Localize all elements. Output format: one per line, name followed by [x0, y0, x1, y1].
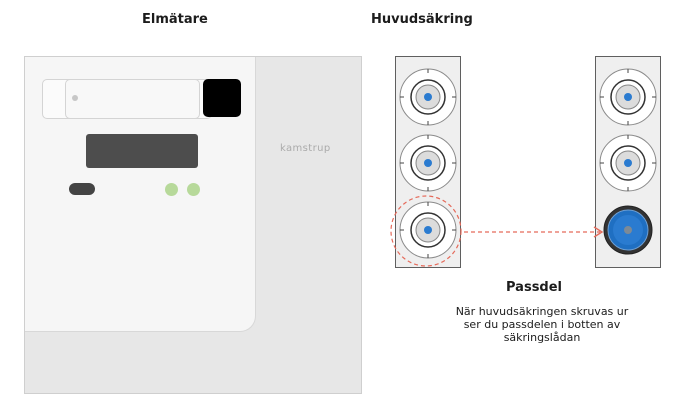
passdel-description: När huvudsäkringen skruvas ur ser du pas…	[455, 305, 629, 344]
meter-button	[69, 183, 95, 195]
electricity-meter: kamstrup	[24, 56, 362, 394]
meter-indicator-dot	[72, 95, 78, 101]
dashed-arrow-icon	[464, 224, 610, 244]
passdel-icon	[598, 200, 658, 260]
fuse-icon	[598, 67, 658, 127]
meter-title: Elmätare	[142, 12, 208, 27]
meter-face	[25, 57, 256, 332]
fuse-icon	[398, 200, 458, 260]
meter-led-2	[187, 183, 200, 196]
fuse-icon	[398, 67, 458, 127]
highlight-ring-icon	[388, 193, 464, 273]
passdel-title: Passdel	[506, 280, 563, 295]
meter-panel-front	[65, 79, 200, 119]
meter-optical-port	[203, 79, 241, 117]
fuse-icon	[398, 133, 458, 193]
meter-led-1	[165, 183, 178, 196]
fuse-title: Huvudsäkring	[371, 12, 473, 27]
meter-brand-label: kamstrup	[280, 143, 331, 154]
fuse-icon	[598, 133, 658, 193]
meter-display	[86, 134, 198, 168]
